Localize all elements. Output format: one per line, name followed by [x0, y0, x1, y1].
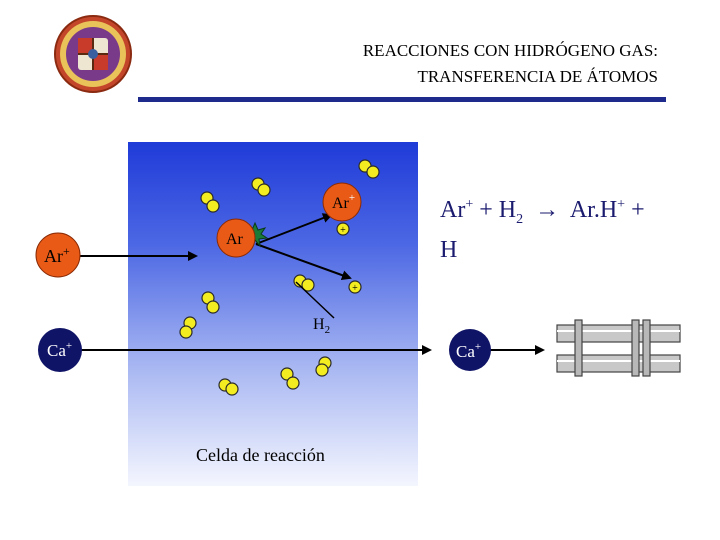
reaction-cell-label: Celda de reacción [196, 445, 325, 465]
quadrupole-rods [556, 319, 681, 377]
university-seal-logo [52, 14, 134, 94]
h2-molecule [218, 378, 239, 396]
ar-ion-scattered [322, 182, 362, 222]
h-atom-1 [336, 222, 350, 236]
h2-molecule [358, 159, 380, 179]
h-atom-1-charge: + [340, 225, 346, 236]
ar-scatter-arrow [255, 213, 333, 245]
ar-center-label: Ar [226, 231, 244, 248]
h-atom-2-charge: + [352, 283, 358, 294]
h2-molecule [200, 191, 220, 213]
ar-out-label: Ar+ [332, 192, 355, 212]
h2-molecule [293, 274, 315, 292]
reaction-cell [128, 142, 418, 486]
title-underline [138, 97, 666, 102]
ar-ion-colliding [216, 218, 256, 258]
ar-in-label: Ar+ [44, 244, 70, 266]
ca-ion-incoming [38, 328, 82, 372]
slide-title: REACCIONES CON HIDRÓGENO GAS: TRANSFEREN… [363, 38, 658, 90]
ca-out-label: Ca+ [456, 341, 481, 361]
ca-in-label: Ca+ [47, 340, 72, 360]
ca-ion-outgoing [449, 329, 491, 371]
ar-ion-incoming [35, 232, 81, 278]
h-transfer-arrow [255, 243, 352, 280]
h2-molecule [280, 367, 300, 390]
h2-molecules [179, 159, 380, 396]
h2-molecule [201, 291, 220, 314]
h2-label-leader [295, 281, 335, 319]
h-atom-2 [348, 280, 362, 294]
title-line-1: REACCIONES CON HIDRÓGENO GAS: [362, 41, 658, 60]
h2-molecule [179, 316, 197, 339]
h2-label: H2 [313, 316, 331, 337]
h2-molecule [315, 356, 332, 377]
reaction-equation: Ar+ + H2 → Ar.H+ + H [440, 197, 645, 263]
h2-molecule [251, 177, 271, 197]
title-line-2: TRANSFERENCIA DE ÁTOMOS [417, 67, 658, 86]
